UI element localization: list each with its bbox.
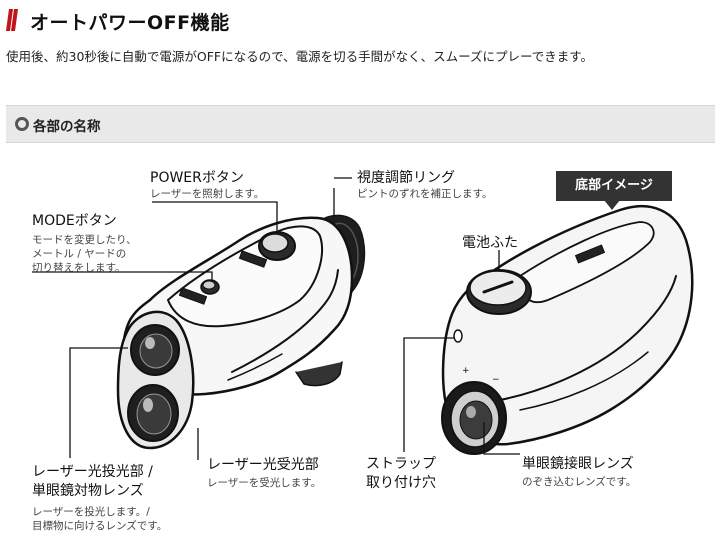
leader-lines	[32, 177, 520, 460]
mode-button-desc-1: モードを変更したり、	[32, 234, 137, 246]
bottom-view-badge: 底部イメージ	[556, 171, 672, 201]
circle-bullet-icon	[15, 117, 29, 131]
svg-text:+: +	[462, 366, 470, 376]
page-title: オートパワーOFF機能	[30, 12, 230, 34]
receiver-label: レーザー光受光部	[207, 457, 319, 473]
title-accent-icon	[6, 9, 18, 31]
section-title: 各部の名称	[33, 119, 101, 135]
svg-text:−: −	[492, 375, 500, 385]
bottom-device-image: + −	[441, 205, 694, 455]
emitter-label-2: 単眼鏡対物レンズ	[32, 483, 144, 499]
diopter-ring-desc: ピントのずれを補正します。	[357, 188, 493, 200]
emitter-desc-2: 目標物に向けるレンズです。	[32, 520, 168, 532]
section-header: 各部の名称	[6, 105, 715, 143]
battery-cover-label: 電池ふた	[462, 235, 518, 251]
power-button-desc: レーザーを照射します。	[150, 188, 265, 200]
mode-button-desc-3: 切り替えをします。	[32, 262, 126, 274]
mode-button-desc-2: メートル / ヤードの	[32, 248, 127, 260]
front-device-image	[116, 214, 366, 450]
mode-button-label: MODEボタン	[32, 213, 117, 229]
eyepiece-label: 単眼鏡接眼レンズ	[522, 456, 634, 472]
strap-hole-label-2: 取り付け穴	[366, 475, 436, 491]
receiver-desc: レーザーを受光します。	[207, 477, 322, 489]
power-button-label: POWERボタン	[150, 170, 244, 186]
rangefinder-illustration: + −	[32, 177, 694, 460]
strap-hole-label-1: ストラップ	[366, 456, 436, 472]
emitter-desc-1: レーザーを投光します。/	[32, 506, 150, 518]
diopter-ring-label: 視度調節リング	[357, 170, 455, 186]
page-description: 使用後、約30秒後に自動で電源がOFFになるので、電源を切る手間がなく、スムーズ…	[6, 49, 594, 64]
eyepiece-desc: のぞき込むレンズです。	[522, 476, 637, 488]
badge-pointer-icon	[604, 200, 620, 210]
emitter-label-1: レーザー光投光部 /	[32, 464, 153, 480]
